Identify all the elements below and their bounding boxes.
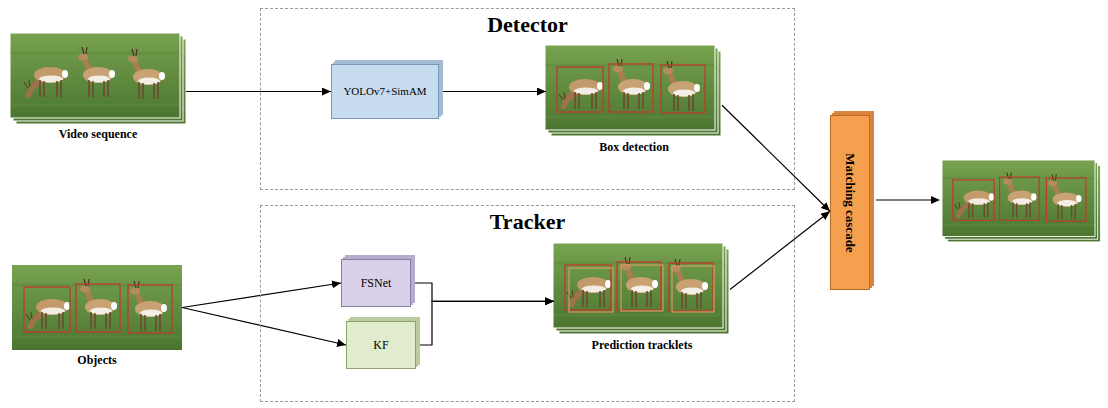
image-stack: Video sequence [10, 33, 186, 124]
image-stack: Box detection [546, 46, 722, 137]
node-label: YOLOv7+SimAM [343, 85, 426, 98]
flow-arrow [182, 283, 341, 308]
process-box: YOLOv7+SimAM [331, 64, 439, 119]
node-label: Tracker [261, 210, 794, 234]
matching-box: Matching cascade [830, 115, 870, 290]
flow-arrow [411, 283, 554, 301]
image-stack: Prediction tracklets [554, 244, 730, 335]
flow-arrow [182, 308, 346, 346]
flow-arrow [416, 301, 554, 345]
detection-frames [545, 45, 721, 136]
dashed-region: TrackerFSNetKF Prediction tracklets [260, 205, 795, 402]
arrow-head [931, 196, 940, 204]
node-label: Video sequence [10, 127, 186, 142]
flow-arrow [186, 91, 331, 92]
dashed-region: DetectorYOLOv7+SimAM Box detection [260, 8, 795, 190]
process-box: FSNet [341, 259, 411, 307]
video-frames [10, 33, 186, 124]
node-label: Matching cascade [842, 153, 858, 252]
node-label: KF [373, 338, 388, 352]
objects-frame [12, 265, 182, 350]
output-arrow [876, 199, 932, 200]
tracklet-frames [553, 243, 729, 334]
image-frame: Objects [12, 265, 182, 350]
flow-arrow [730, 211, 830, 289]
node-label: Prediction tracklets [554, 338, 730, 353]
node-label: Detector [261, 13, 794, 37]
flow-arrow [722, 105, 830, 211]
node-label: Objects [12, 353, 182, 368]
output-frames [942, 160, 1100, 242]
flow-arrow [439, 91, 546, 92]
process-box: KF [346, 321, 416, 369]
node-label: FSNet [361, 276, 392, 290]
node-label: Box detection [546, 140, 722, 155]
